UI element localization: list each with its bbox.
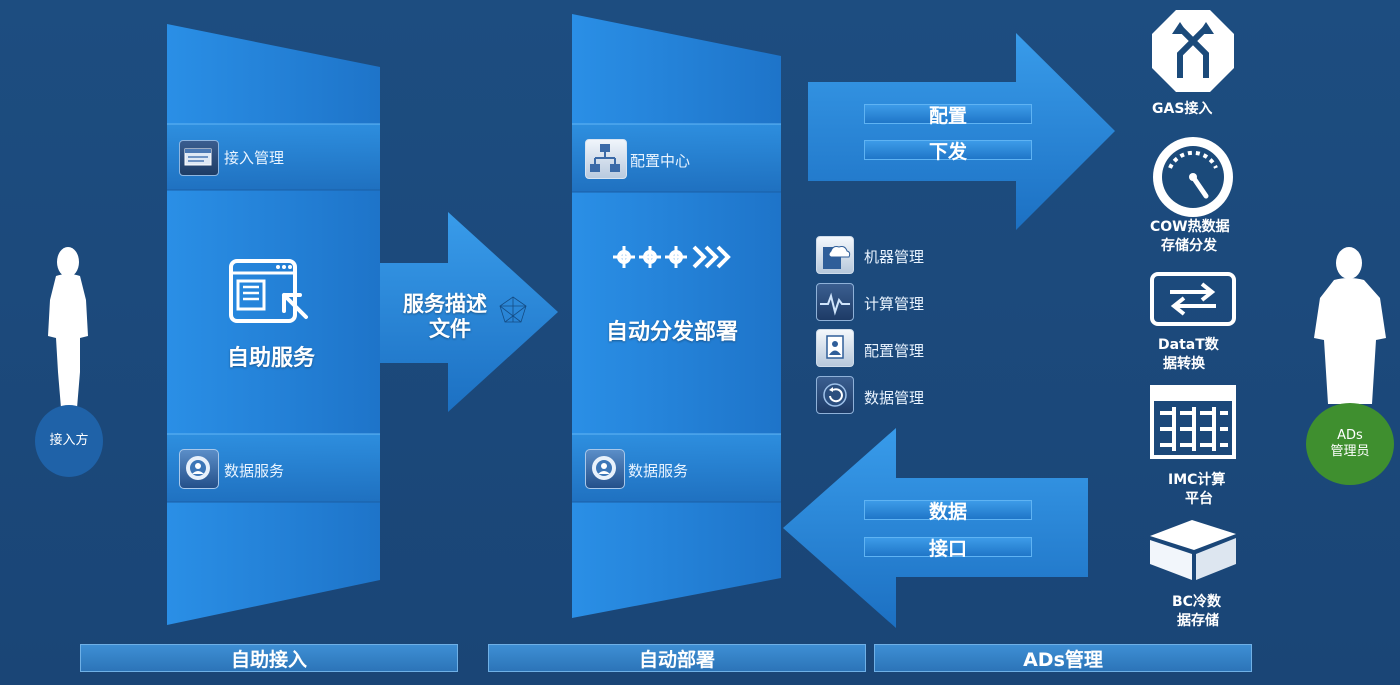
ads-admin-label-line2: 管理员 [1330,444,1370,459]
dispatch-bar: 下发 [864,140,1032,163]
left-data-service-label: 数据服务 [224,462,285,480]
config-bar: 配置 [864,104,1032,127]
data-interface-arrow [783,428,1088,628]
gauge-icon [1150,134,1236,220]
section-auto-deploy: 自动部署 [488,644,866,672]
config-center-icon [585,139,627,179]
auto-deploy-title: 自动分发部署 [606,320,739,345]
middle-data-service-label: 数据服务 [628,462,689,480]
cow-label-line2: 存储分发 [1161,238,1217,254]
person-silhouette-right [1314,247,1386,404]
config-center-label: 配置中心 [630,152,691,170]
data-bar: 数据 [864,500,1032,523]
datat-label-line2: 据转换 [1163,356,1205,372]
cloud-icon [816,236,854,274]
access-party-circle: 接入方 [35,405,103,477]
merge-arrows-icon [1150,8,1236,94]
person-silhouette-left [48,247,88,420]
ads-admin-circle: ADs 管理员 [1306,403,1394,485]
polyhedron-icon [499,296,527,323]
bc-label-line2: 据存储 [1177,613,1219,629]
machine-management-label: 机器管理 [864,248,925,266]
gears-flow-icon [612,240,736,274]
ads-admin-label-line1: ADs [1337,428,1363,443]
self-service-icon [226,255,310,327]
bc-label-line1: BC冷数 [1172,594,1221,610]
datat-label-line1: DataT数 [1158,337,1219,353]
middle-data-service-icon [585,449,625,489]
cube-icon [1148,518,1238,582]
swap-arrows-icon [1150,272,1236,326]
pulse-chart-icon [816,283,854,321]
service-file-arrow [380,212,558,412]
service-file-label-line2: 文件 [429,317,471,341]
service-file-label-line1: 服务描述 [403,292,487,316]
section-self-access: 自助接入 [80,644,458,672]
access-party-label: 接入方 [49,433,89,448]
refresh-icon [816,376,854,414]
left-data-service-icon [179,449,219,489]
access-management-label: 接入管理 [224,149,285,167]
section-ads-management: ADs管理 [874,644,1252,672]
data-management-label: 数据管理 [864,389,925,407]
cow-label-line1: COW热数据 [1150,219,1230,235]
config-dispatch-arrow [808,33,1115,230]
interface-bar: 接口 [864,537,1032,560]
config-management-label: 配置管理 [864,342,925,360]
gas-access-label: GAS接入 [1152,101,1213,117]
imc-label-line2: 平台 [1185,491,1213,507]
grid-table-icon [1150,385,1236,459]
imc-label-line1: IMC计算 [1168,472,1226,488]
user-document-icon [816,329,854,367]
self-service-title: 自助服务 [227,346,316,371]
compute-management-label: 计算管理 [864,295,925,313]
access-management-icon [179,140,219,176]
